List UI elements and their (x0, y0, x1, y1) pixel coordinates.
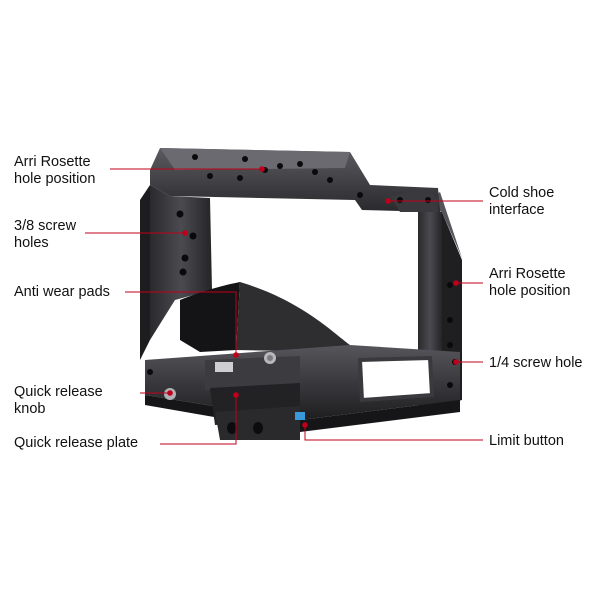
label-arri-rosette-right: Arri Rosette hole position (489, 266, 571, 299)
dot-arri-right (453, 280, 459, 286)
label-anti-wear-pads: Anti wear pads (14, 284, 110, 300)
leader-qr-plate (160, 395, 237, 445)
label-quick-release-plate: Quick release plate (14, 435, 139, 451)
dot-arri-left (259, 166, 265, 172)
anti-wear-pad (180, 282, 350, 352)
dot-qr-knob (167, 390, 173, 396)
label-1-4-screw-hole: 1/4 screw hole (489, 355, 583, 371)
label-quick-release-knob: Quick release knob (14, 384, 103, 417)
leader-anti-wear (125, 291, 237, 355)
dot-cold-shoe (385, 198, 391, 204)
dot-qr-plate (233, 392, 239, 398)
leader-limit (304, 425, 483, 441)
leader-lines (85, 168, 483, 445)
dot-limit (302, 422, 308, 428)
label-cold-shoe-interface: Cold shoe interface (489, 185, 555, 218)
dot-anti-wear (233, 352, 239, 358)
label-3-8-screw-holes: 3/8 screw holes (14, 218, 77, 251)
cage-left-side (140, 185, 212, 360)
leader-dots (167, 166, 459, 428)
label-limit-button: Limit button (489, 433, 564, 449)
label-arri-rosette-left: Arri Rosette hole position (14, 154, 96, 187)
dot-screw-38 (182, 230, 188, 236)
dot-screw-14 (453, 359, 459, 365)
screw-holes (147, 154, 458, 388)
